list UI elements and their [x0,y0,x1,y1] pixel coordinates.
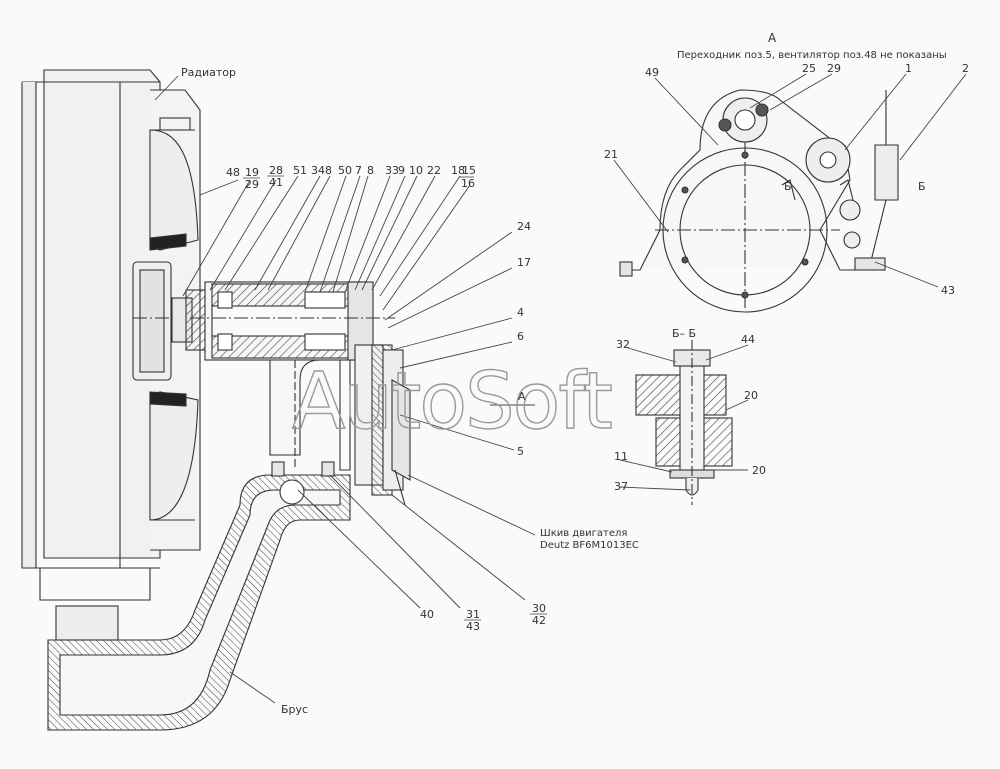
callout: 20 [752,464,766,477]
label-view-a-note: Переходник поз.5, вентилятор поз.48 не п… [677,50,947,61]
callout: 29 [827,62,841,75]
callout: 43 [941,284,955,297]
callout: 10 [409,164,423,177]
view-a [619,89,899,313]
fan [132,129,199,521]
callout: 15 [462,164,476,177]
callout: 32 [616,338,630,351]
callout: 1 [905,62,912,75]
callout: 41 [269,176,283,189]
callout: 40 [420,608,434,621]
label-engine-pulley-1: Шкив двигателя [540,528,627,539]
callout: 17 [517,256,531,269]
callout: 28 [269,164,283,177]
callout: 50 [338,164,352,177]
callout: 11 [614,450,628,463]
callout: 51 [293,164,307,177]
callout: 22 [427,164,441,177]
callout: 42 [532,614,546,627]
callout: 37 [614,480,628,493]
label-bar: Брус [281,703,308,716]
main-view [21,69,411,731]
section-bb [635,340,733,505]
leader-lines-main [154,75,536,704]
callout: 20 [744,389,758,402]
callout: 31 [466,608,480,621]
callout: 30 [532,602,546,615]
callout: 33 [385,164,399,177]
beam [47,461,351,731]
callout: 21 [604,148,618,161]
underlines [243,175,547,621]
label-view-a: А [768,31,777,45]
callout: 34 [311,164,325,177]
label-section-mark-left: Б [784,180,792,193]
callouts-main: 48 19 29 28 41 51 34 8 50 7 8 33 9 10 22… [226,164,546,633]
callouts-view-a: 49 25 29 1 2 21 43 [604,62,969,297]
callout: 25 [802,62,816,75]
label-engine-pulley-2: Deutz BF6M1013EC [540,540,639,551]
label-section-bb: Б– Б [672,327,696,340]
callout: 2 [962,62,969,75]
pulley [354,344,411,506]
leader-lines-view-a [613,73,967,288]
callout: 7 [355,164,362,177]
callout: 49 [645,66,659,79]
label-section-mark-right: Б [918,180,926,193]
callouts-section-bb: 32 44 20 11 20 37 [614,333,766,493]
callout: 44 [741,333,755,346]
bracket [269,359,351,471]
callout: 43 [466,620,480,633]
leader-lines-section [619,344,749,491]
callout: 4 [517,306,524,319]
callout: 18 [451,164,465,177]
callout: А [518,390,526,403]
hub [171,281,395,361]
callout: 48 [226,166,240,179]
callout: 6 [517,330,524,343]
watermark: AutoSoft [292,357,611,447]
callout: 29 [245,178,259,191]
callout: 19 [245,166,259,179]
callout: 5 [517,445,524,458]
callout: 8 [325,164,332,177]
callout: 16 [461,177,475,190]
callout: 24 [517,220,531,233]
callout: 8 [367,164,374,177]
label-radiator: Радиатор [181,66,236,79]
callout: 9 [398,164,405,177]
